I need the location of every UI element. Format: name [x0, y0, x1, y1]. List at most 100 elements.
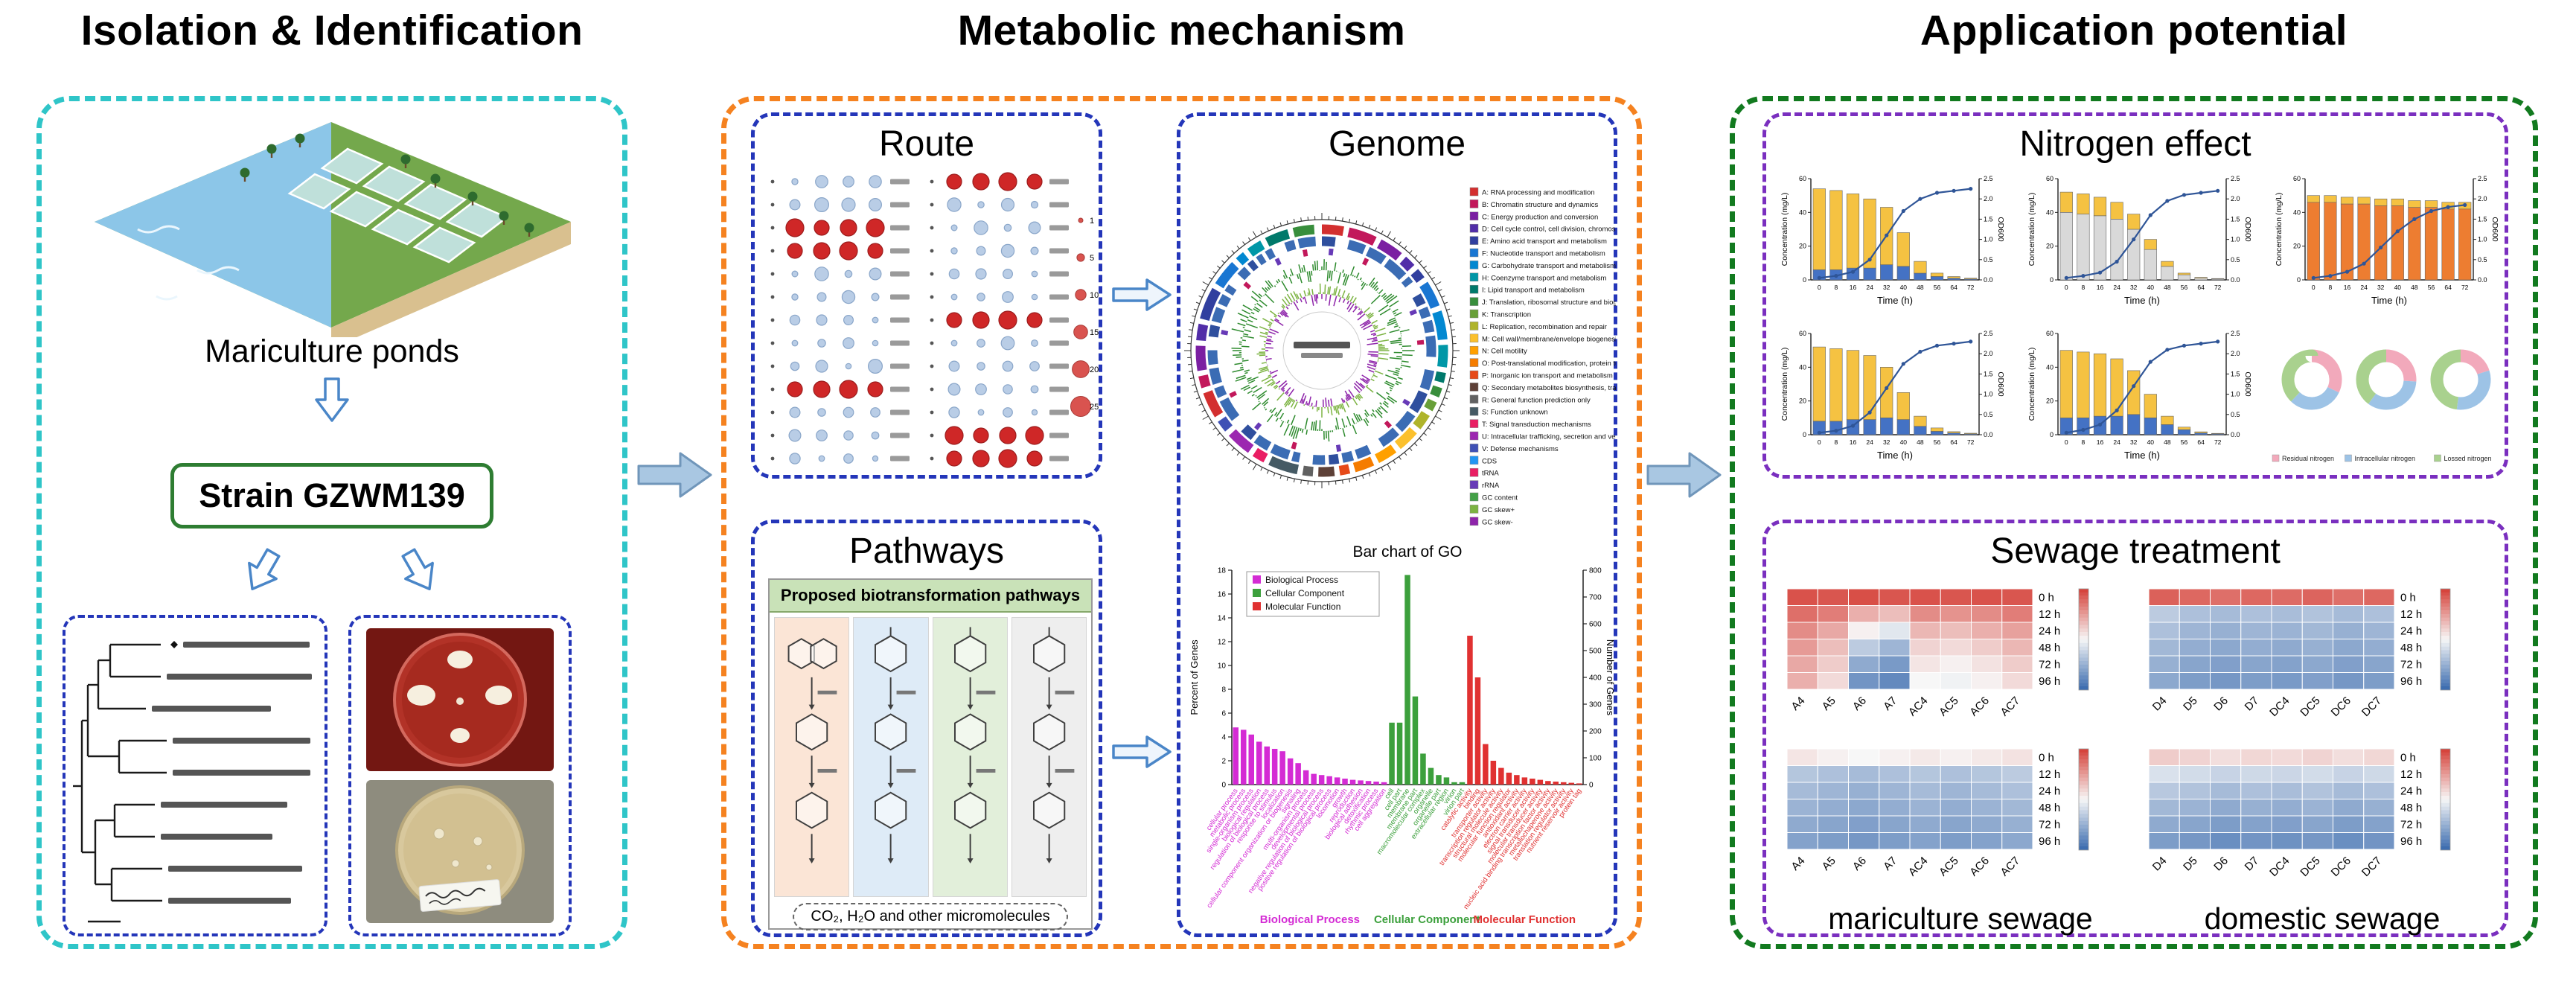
- svg-text:24: 24: [2113, 284, 2120, 291]
- svg-text:Concentration (mg/L): Concentration (mg/L): [1780, 193, 1789, 266]
- svg-text:Residual nitrogen: Residual nitrogen: [2282, 455, 2334, 462]
- svg-text:Number of Genes: Number of Genes: [1605, 639, 1616, 716]
- svg-text:2.5: 2.5: [2231, 330, 2240, 337]
- svg-text:48: 48: [1917, 284, 1924, 291]
- svg-text:16: 16: [1850, 438, 1857, 446]
- svg-text:40: 40: [1799, 208, 1806, 216]
- genome-box: Genome A: RNA processing and modificatio…: [1177, 112, 1617, 937]
- svg-text:0 h: 0 h: [2400, 591, 2416, 604]
- svg-text:60: 60: [2293, 175, 2301, 182]
- route-to-genome-arrow-icon: [1112, 278, 1172, 311]
- svg-text:72: 72: [2214, 284, 2222, 291]
- svg-text:0: 0: [2312, 284, 2315, 291]
- svg-text:DC4: DC4: [2267, 695, 2292, 719]
- svg-text:800: 800: [1589, 567, 1602, 575]
- svg-text:72 h: 72 h: [2400, 818, 2422, 831]
- svg-text:OD600: OD600: [2243, 217, 2252, 241]
- svg-text:H: Coenzyme transport and meta: H: Coenzyme transport and metabolism: [1482, 274, 1606, 282]
- svg-text:GC skew-: GC skew-: [1482, 518, 1513, 526]
- svg-text:0.5: 0.5: [1984, 411, 1993, 418]
- application-panel: [1730, 96, 2538, 949]
- svg-text:56: 56: [1934, 438, 1941, 446]
- svg-text:60: 60: [1799, 175, 1806, 182]
- svg-text:AC5: AC5: [1937, 855, 1961, 879]
- svg-text:40: 40: [2046, 208, 2054, 216]
- svg-text:48 h: 48 h: [2400, 802, 2422, 814]
- svg-text:60: 60: [2046, 175, 2054, 182]
- svg-text:200: 200: [1589, 728, 1602, 736]
- svg-text:40: 40: [1900, 438, 1908, 446]
- svg-text:2: 2: [1221, 758, 1226, 766]
- svg-text:60: 60: [1799, 330, 1806, 337]
- svg-text:8: 8: [2329, 284, 2333, 291]
- route-title: Route: [878, 124, 975, 164]
- svg-text:20: 20: [1090, 365, 1099, 374]
- svg-text:0: 0: [2065, 438, 2068, 446]
- svg-text:32: 32: [1883, 284, 1891, 291]
- svg-text:5: 5: [1090, 254, 1094, 263]
- svg-text:0.5: 0.5: [2231, 411, 2240, 418]
- svg-text:A4: A4: [1789, 695, 1807, 713]
- svg-text:60: 60: [2046, 330, 2054, 337]
- svg-text:16: 16: [1218, 591, 1227, 599]
- section-title-isolation: Isolation & Identification: [80, 7, 584, 54]
- svg-text:A7: A7: [1881, 695, 1899, 713]
- svg-text:20: 20: [1799, 243, 1806, 250]
- svg-text:AC4: AC4: [1906, 695, 1931, 719]
- svg-text:0: 0: [1589, 782, 1594, 790]
- svg-text:2.0: 2.0: [1984, 350, 1993, 357]
- pathways-box: Pathways Proposed biotransformation path…: [751, 520, 1102, 937]
- svg-text:32: 32: [1883, 438, 1891, 446]
- svg-text:A4: A4: [1789, 855, 1807, 873]
- svg-text:96 h: 96 h: [2400, 675, 2422, 688]
- colony-plates-box: [348, 615, 572, 936]
- svg-text:OD600: OD600: [1996, 217, 2005, 241]
- domestic-sewage-caption: domestic sewage: [2204, 901, 2441, 936]
- svg-text:D6: D6: [2211, 855, 2231, 874]
- svg-text:1.5: 1.5: [2231, 370, 2240, 377]
- pathway-column-1: [774, 617, 850, 898]
- svg-text:I: Lipid transport and metabol: I: Lipid transport and metabolism: [1482, 287, 1585, 295]
- svg-text:12: 12: [1218, 639, 1227, 647]
- down-arrow-icon: [315, 377, 349, 422]
- svg-text:S: Function unknown: S: Function unknown: [1482, 409, 1548, 417]
- svg-text:8: 8: [1835, 438, 1838, 446]
- svg-text:A6: A6: [1850, 695, 1869, 713]
- svg-text:A5: A5: [1820, 855, 1838, 873]
- svg-text:Time (h): Time (h): [2124, 450, 2160, 461]
- svg-text:500: 500: [1589, 648, 1602, 656]
- svg-text:2.5: 2.5: [2231, 175, 2240, 182]
- svg-text:T: Signal transduction mechani: T: Signal transduction mechanisms: [1482, 421, 1591, 429]
- svg-text:1: 1: [1090, 217, 1094, 226]
- svg-text:D7: D7: [2243, 695, 2262, 714]
- pathway-columns: [770, 613, 1091, 898]
- svg-text:24: 24: [2360, 284, 2368, 291]
- svg-text:D7: D7: [2243, 855, 2262, 874]
- svg-text:DC7: DC7: [2359, 695, 2384, 719]
- svg-text:48 h: 48 h: [2400, 642, 2422, 654]
- svg-text:24 h: 24 h: [2039, 785, 2060, 797]
- svg-text:Lossed nitrogen: Lossed nitrogen: [2444, 455, 2492, 462]
- svg-text:300: 300: [1589, 701, 1602, 709]
- svg-text:4: 4: [1221, 734, 1226, 742]
- svg-text:16: 16: [2097, 438, 2104, 446]
- svg-text:64: 64: [2197, 438, 2205, 446]
- go-annotation-bar-chart: Bar chart of GO0246810121416180100200300…: [1189, 543, 1616, 926]
- svg-text:0.0: 0.0: [2231, 431, 2240, 438]
- svg-text:0: 0: [1818, 438, 1821, 446]
- pathways-title: Pathways: [848, 531, 1005, 571]
- svg-text:U: Intracellular trafficking,: U: Intracellular trafficking, secretion …: [1482, 433, 1616, 441]
- svg-text:64: 64: [1950, 438, 1957, 446]
- svg-text:12 h: 12 h: [2039, 768, 2060, 781]
- svg-text:56: 56: [1934, 284, 1941, 291]
- branch-arrow-right-icon: [401, 548, 434, 590]
- svg-text:24: 24: [1866, 438, 1873, 446]
- svg-text:25: 25: [1090, 403, 1099, 412]
- svg-text:0: 0: [2065, 284, 2068, 291]
- svg-text:Cellular Component: Cellular Component: [1374, 913, 1480, 926]
